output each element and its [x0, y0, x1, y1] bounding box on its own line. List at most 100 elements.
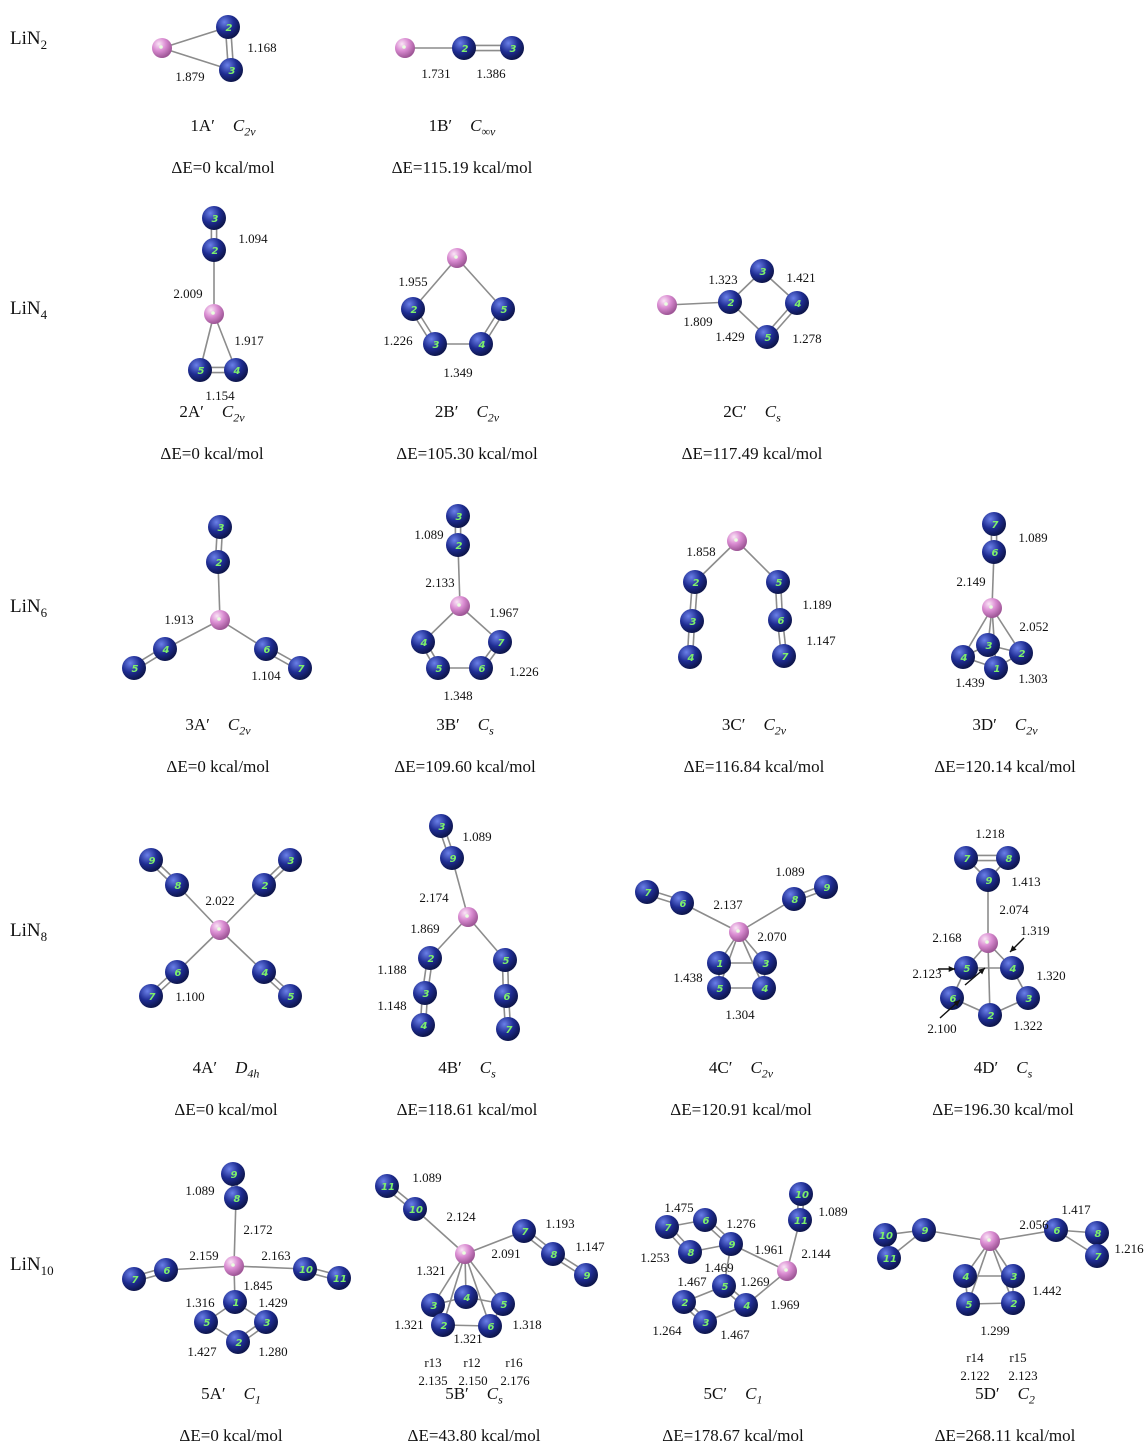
row-label-formula: LiN [10, 298, 41, 319]
structure-6-atom-number-5: 5 [436, 664, 443, 675]
structure-13-n-atom-10 [226, 1330, 250, 1354]
structure-13-bond-label-5: 1.316 [185, 1295, 215, 1310]
structure-10-bond-label-3: 1.188 [377, 962, 406, 977]
structure-12-bond-label-3: 2.168 [932, 930, 961, 945]
structure-8-atom-number-6: 1 [994, 664, 1001, 675]
structure-16-atom-number-0: 10 [879, 1231, 893, 1242]
structure-16-n-atom-7 [953, 1264, 977, 1288]
structure-12-atom-number-2: 9 [986, 876, 993, 887]
structure-4-n-atom-4 [755, 325, 779, 349]
structure-9-atom-number-2: 8 [175, 881, 182, 892]
structure-15-bond-label-0: 1.089 [818, 1204, 847, 1219]
row-label-4: LiN10 [10, 1254, 54, 1279]
structure-2-bond-label-2: 1.917 [234, 333, 264, 348]
structure-5-li-dot [217, 617, 221, 621]
structure-14-bond-label-4: 1.147 [575, 1239, 605, 1254]
structure-14-bond-label-11: r16 [505, 1355, 523, 1370]
structure-16-atom-number-10: 2 [1011, 1299, 1018, 1310]
structure-14-bond-label-2: 1.193 [545, 1216, 574, 1231]
structure-10-atom-number-4: 3 [423, 989, 430, 1000]
structure-14-n-atom-8 [491, 1292, 515, 1316]
structure-7-n-atom-3 [678, 645, 702, 669]
structure-8-atom-number-3: 3 [986, 641, 993, 652]
structure-16-atom-number-4: 6 [1054, 1226, 1061, 1237]
structure-5-bond-label-1: 1.104 [251, 668, 281, 683]
structure-15-n-atom-7 [712, 1274, 736, 1298]
structure-6-bond-label-2: 1.967 [489, 605, 519, 620]
structure-14-atom-number-8: 5 [501, 1300, 508, 1311]
structure-12-bond-label-2: 2.074 [999, 902, 1029, 917]
point-group-subscript: 4h [247, 1066, 260, 1081]
structure-15-n-atom-6 [719, 1232, 743, 1256]
point-group: C∞v [470, 116, 496, 139]
structure-14-atom-number-5: 9 [584, 1271, 591, 1282]
structure-6-bond-label-4: 1.348 [443, 688, 472, 703]
structure-15-atom-number-0: 10 [795, 1190, 809, 1201]
structure-12-arrowhead-1 [953, 1000, 960, 1007]
point-group-subscript: s [1027, 1066, 1033, 1081]
structure-13-bond-label-3: 2.163 [261, 1248, 290, 1263]
structure-8-atom-number-0: 7 [992, 520, 999, 531]
structure-15-atom-number-6: 9 [729, 1240, 736, 1251]
structure-5-n-atom-5 [254, 637, 278, 661]
structure-7-caption: 3C′C2v [604, 715, 904, 738]
structure-4-bond-label-2: 1.809 [683, 314, 712, 329]
structure-13-caption: 5A′C1 [81, 1384, 381, 1407]
structure-16-n-atom-9 [956, 1292, 980, 1316]
structure-7-atom-number-4: 5 [776, 578, 783, 589]
structure-8-li-dot [989, 605, 993, 609]
structure-16-n-atom-10 [1001, 1291, 1025, 1315]
structure-14-bond-label-0: 1.089 [412, 1170, 441, 1185]
structure-16-n-atom-5 [1085, 1221, 1109, 1245]
point-group: Cs [479, 1058, 496, 1081]
structure-10-atom-number-3: 2 [428, 954, 435, 965]
structure-8-n-atom-5 [1009, 641, 1033, 665]
structure-6-n-atom-6 [469, 656, 493, 680]
structure-14-n-atom-10 [478, 1314, 502, 1338]
structure-5-bond-label-0: 1.913 [164, 612, 193, 627]
point-group: C2v [763, 715, 787, 738]
structure-9-n-atom-8 [278, 984, 302, 1008]
structure-5-n-atom-0 [208, 515, 232, 539]
structure-6-n-atom-5 [426, 656, 450, 680]
structure-6-atom-number-3: 4 [420, 638, 428, 649]
structure-3-bond-label-0: 1.955 [398, 274, 427, 289]
structure-13-n-atom-8 [194, 1310, 218, 1334]
point-group: C2v [1014, 715, 1038, 738]
structure-id: 2A′ [179, 402, 204, 421]
point-group: C2v [221, 402, 245, 425]
structure-9-atom-number-7: 4 [261, 968, 269, 979]
structure-12-arrowhead-2 [948, 965, 955, 973]
structure-3-li-dot [454, 255, 458, 259]
row-label-formula: LiN [10, 920, 41, 941]
structure-14-bond-label-5: 1.321 [416, 1263, 445, 1278]
structure-3-n-atom-2 [491, 297, 515, 321]
structure-13-bond-label-1: 2.172 [243, 1222, 272, 1237]
point-group-subscript: 2v [774, 723, 787, 738]
structure-3-n-atom-1 [401, 297, 425, 321]
structure-9-atom-number-1: 9 [149, 856, 156, 867]
structure-12-arrowhead-3 [1010, 945, 1017, 952]
point-group: D4h [235, 1058, 260, 1081]
structure-6-atom-number-0: 3 [456, 512, 463, 523]
structure-10-atom-number-8: 7 [506, 1025, 513, 1036]
structure-7-bond-label-2: 1.147 [806, 633, 836, 648]
structure-16-n-atom-2 [912, 1218, 936, 1242]
structure-id: 3B′ [436, 715, 460, 734]
structure-13-atom-number-1: 8 [234, 1194, 241, 1205]
structure-13-atom-number-9: 3 [264, 1318, 271, 1329]
structure-14-atom-number-9: 2 [441, 1321, 448, 1332]
point-group-subscript: s [491, 1066, 496, 1081]
structure-8-energy: ΔE=120.14 kcal/mol [934, 757, 1076, 776]
structure-13-n-atom-1 [224, 1186, 248, 1210]
row-label-0: LiN2 [10, 28, 47, 53]
structure-12-arrowhead-0 [978, 968, 985, 975]
structure-7-energy: ΔE=116.84 kcal/mol [683, 757, 825, 776]
structure-6-n-atom-1 [446, 533, 470, 557]
structure-13-li-dot [231, 1263, 235, 1267]
structure-4-atom-number-3: 4 [794, 299, 802, 310]
structure-16-atom-number-1: 11 [883, 1254, 897, 1265]
structure-11-n-atom-0 [635, 880, 659, 904]
structure-10-bond-label-1: 2.174 [419, 890, 449, 905]
structure-10-energy: ΔE=118.61 kcal/mol [396, 1100, 538, 1119]
